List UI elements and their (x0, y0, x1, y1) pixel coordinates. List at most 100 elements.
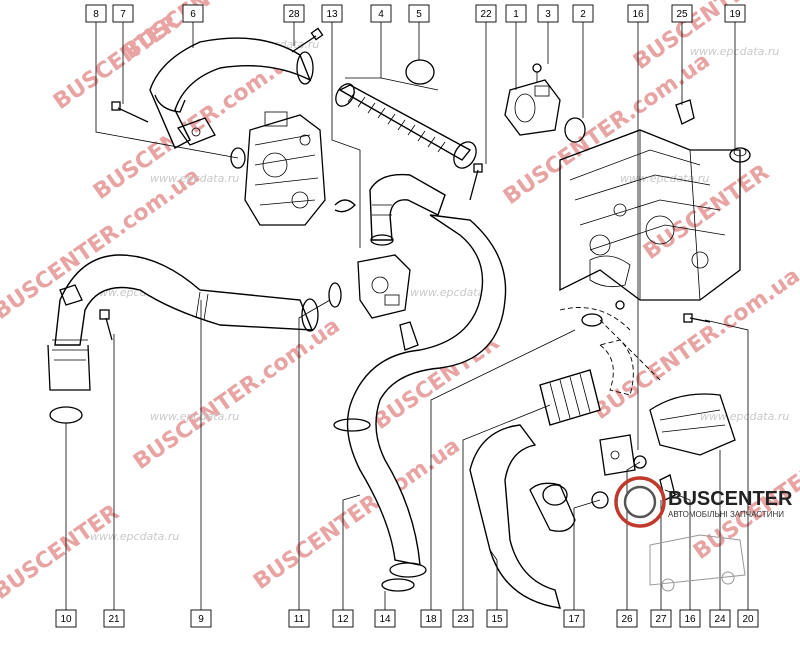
svg-text:15: 15 (491, 614, 503, 625)
callout-20: 20 (737, 609, 759, 628)
svg-text:10: 10 (60, 614, 72, 625)
buscenter-logo: BUSCENTER АВТОМОБІЛЬНІ ЗАПЧАСТИНИ (614, 476, 793, 592)
cap-19 (729, 147, 751, 163)
callout-7: 7 (112, 4, 134, 23)
svg-text:28: 28 (288, 9, 300, 20)
callout-2: 2 (572, 4, 594, 23)
svg-text:19: 19 (729, 9, 741, 20)
callout-3: 3 (537, 4, 559, 23)
bolt-7 (111, 101, 149, 123)
clip-25 (675, 99, 695, 125)
logo-emblem-icon (614, 476, 666, 528)
svg-text:5: 5 (416, 9, 422, 20)
watermark-epcdata: www.epcdata.ru (620, 172, 709, 185)
callout-12: 12 (332, 609, 354, 628)
svg-text:18: 18 (425, 614, 437, 625)
callout-4: 4 (370, 4, 392, 23)
callout-8: 8 (85, 4, 107, 23)
clip (334, 199, 356, 213)
svg-text:9: 9 (198, 614, 204, 625)
svg-text:7: 7 (120, 9, 126, 20)
svg-text:8: 8 (93, 9, 99, 20)
seal-10 (49, 406, 83, 424)
bolt-21 (99, 309, 113, 341)
logo-name: BUSCENTER (668, 488, 793, 510)
callout-22: 22 (475, 4, 497, 23)
callout-13: 13 (321, 4, 343, 23)
svg-text:11: 11 (294, 614, 305, 625)
svg-text:6: 6 (190, 9, 196, 20)
watermark-buscenter: BUSCENTER.com.ua (589, 263, 800, 424)
bolt-20 (683, 313, 711, 323)
callout-21: 21 (103, 609, 125, 628)
svg-text:2: 2 (580, 9, 586, 20)
leader-lines (65, 22, 749, 610)
clamp-11 (328, 282, 342, 308)
svg-text:22: 22 (480, 9, 492, 20)
svg-text:16: 16 (684, 614, 696, 625)
air-hose-4 (335, 83, 477, 169)
svg-text:12: 12 (337, 614, 349, 625)
svg-text:27: 27 (655, 614, 667, 625)
callout-23: 23 (452, 609, 474, 628)
clamp-5 (405, 59, 435, 85)
hose-9 (47, 254, 319, 391)
callout-layer: 8 7 6 28 13 4 5 22 1 3 2 16 25 19 10 21 … (55, 4, 759, 628)
watermark-epcdata: www.epcdata.ru (90, 530, 179, 543)
svg-text:20: 20 (742, 614, 754, 625)
logo-emblem-inner (623, 485, 657, 519)
bracket (599, 434, 636, 476)
nut-26 (633, 455, 647, 469)
logo-tagline: АВТОМОБІЛЬНІ ЗАПЧАСТИНИ (668, 510, 784, 519)
callout-14: 14 (374, 609, 396, 628)
svg-text:25: 25 (676, 9, 688, 20)
hose-13 (369, 173, 446, 246)
bolt-28 (291, 27, 324, 53)
intake-pipe-6 (149, 37, 314, 149)
callout-10: 10 (55, 609, 77, 628)
throttle-body (357, 254, 411, 319)
callout-11: 11 (288, 609, 310, 628)
svg-text:13: 13 (326, 9, 338, 20)
callout-5: 5 (408, 4, 430, 23)
corrugated-connector (539, 369, 601, 426)
callout-15: 15 (486, 609, 508, 628)
svg-text:16: 16 (632, 9, 644, 20)
o-ring-2 (564, 117, 586, 143)
gasket-8 (230, 147, 246, 169)
svg-text:17: 17 (568, 614, 580, 625)
bolt-16 (615, 300, 625, 310)
watermark-epcdata: www.epcdata.ru (410, 286, 499, 299)
callout-28: 28 (283, 4, 305, 23)
connector-23 (559, 307, 661, 381)
watermark-epcdata: www.epcdata.ru (150, 172, 239, 185)
logo-van-icon (649, 534, 746, 586)
callout-16-top: 16 (627, 4, 649, 23)
callout-26: 26 (616, 609, 638, 628)
callout-24: 24 (709, 609, 731, 628)
hose-15 (469, 424, 576, 609)
callout-19: 19 (724, 4, 746, 23)
callout-6: 6 (182, 4, 204, 23)
callout-27: 27 (650, 609, 672, 628)
engine-block (559, 129, 741, 301)
watermark-buscenter: BUSCENTER (0, 500, 124, 605)
callout-9: 9 (190, 609, 212, 628)
air-flow-meter-1 (504, 79, 561, 136)
callout-16-bottom: 16 (679, 609, 701, 628)
svg-text:14: 14 (379, 614, 391, 625)
bolt-22 (469, 163, 483, 201)
watermark-buscenter: BUSCENTER.com.ua (499, 48, 715, 209)
ring-14 (381, 578, 415, 592)
hose-12 (333, 214, 507, 578)
svg-text:4: 4 (378, 9, 384, 20)
heat-shield-24 (649, 393, 736, 456)
svg-text:1: 1 (513, 9, 519, 20)
callout-25: 25 (671, 4, 693, 23)
watermark-epcdata: www.epcdata.ru (150, 410, 239, 423)
svg-text:23: 23 (457, 614, 469, 625)
svg-text:24: 24 (714, 614, 726, 625)
watermark-buscenter: BUSCENTER.com.ua (129, 313, 345, 474)
svg-text:21: 21 (108, 614, 120, 625)
